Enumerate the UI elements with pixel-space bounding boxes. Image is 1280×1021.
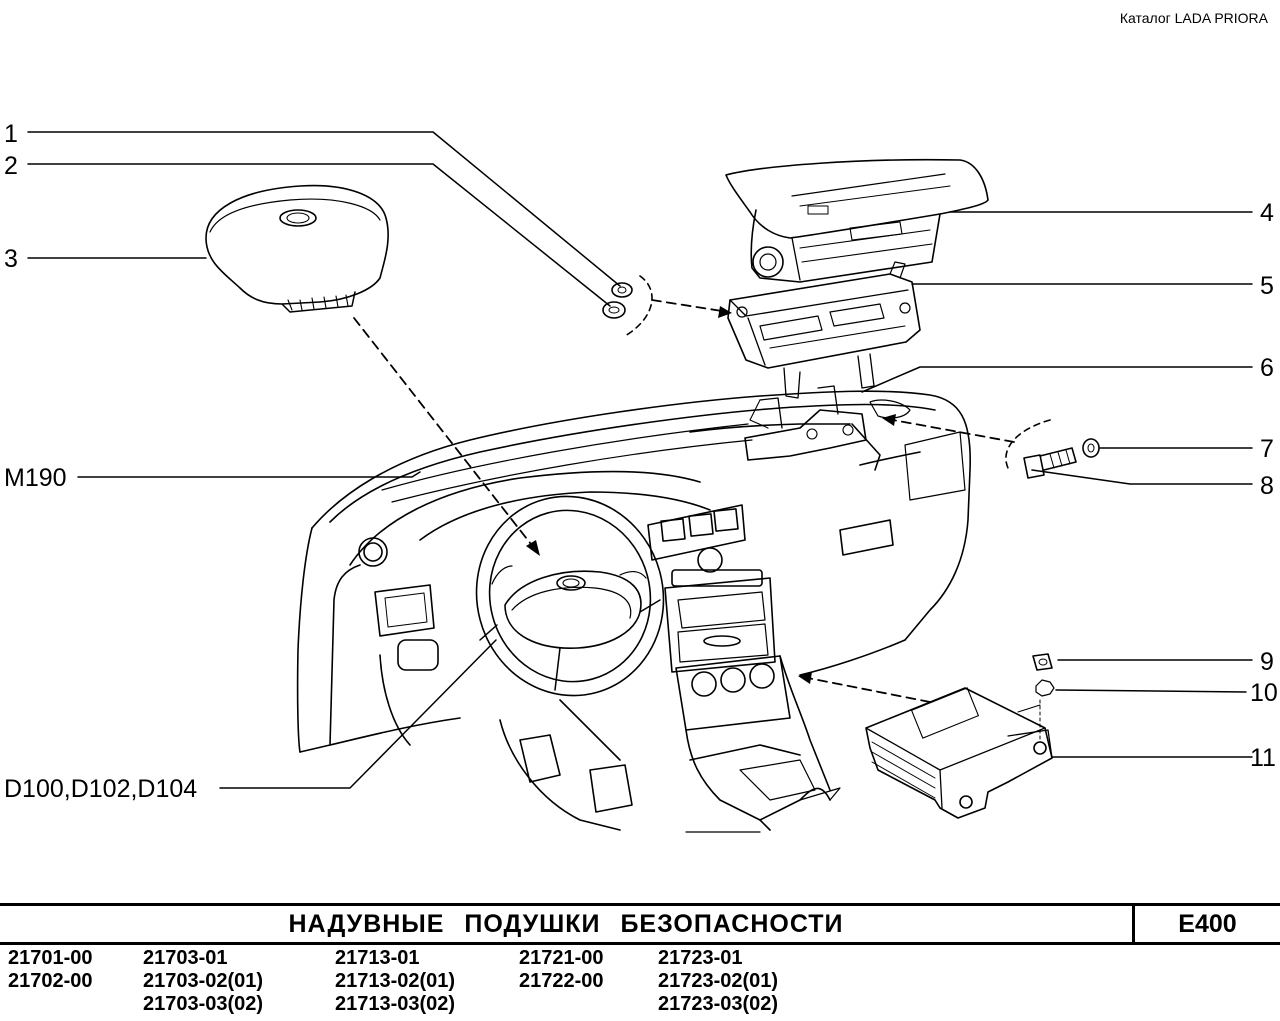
steering-wheel-drawing [475, 495, 665, 697]
model-code: 21722-00 [519, 970, 604, 992]
callout-2: 2 [4, 152, 18, 180]
callout-m190: M190 [4, 464, 67, 492]
title-divider [1132, 906, 1135, 942]
callout-6: 6 [1260, 354, 1274, 382]
lower-bracket-drawing [744, 385, 867, 461]
callout-1: 1 [4, 120, 18, 148]
callout-9: 9 [1260, 648, 1274, 676]
callout-11: 11 [1250, 744, 1276, 772]
callout-3: 3 [4, 245, 18, 273]
leader-lines [27, 131, 1253, 789]
model-code: 21702-00 [8, 970, 93, 992]
callout-10: 10 [1250, 679, 1278, 707]
bracket-drawing [727, 261, 921, 399]
model-code: 21703-01 [143, 947, 228, 969]
control-unit-drawing [865, 653, 1055, 819]
callout-8: 8 [1260, 472, 1274, 500]
model-code: 21701-00 [8, 947, 93, 969]
model-code: 21723-03(02) [658, 993, 779, 1015]
model-code: 21713-02(01) [335, 970, 456, 992]
arrow-heads [526, 306, 896, 684]
section-title: НАДУВНЫЕ ПОДУШКИ БЕЗОПАСНОСТИ [288, 910, 844, 938]
section-code: E400 [1178, 910, 1237, 938]
model-code: 21703-02(01) [143, 970, 264, 992]
model-column-5: 21723-01 21723-02(01) 21723-03(02) [658, 947, 778, 1016]
model-code: 21723-02(01) [658, 970, 779, 992]
model-column-3: 21713-01 21713-02(01) 21713-03(02) [335, 947, 455, 1016]
callout-7: 7 [1260, 435, 1274, 463]
driver-airbag-drawing [205, 184, 389, 313]
model-code: 21713-01 [335, 947, 420, 969]
model-column-1: 21701-00 21702-00 [8, 947, 93, 993]
model-code: 21713-03(02) [335, 993, 456, 1015]
bolt-washer-drawing [1005, 419, 1100, 479]
callout-5: 5 [1260, 272, 1274, 300]
model-code: 21703-03(02) [143, 993, 264, 1015]
passenger-airbag-drawing [725, 158, 989, 283]
model-code: 21721-00 [519, 947, 604, 969]
callout-d100: D100,D102,D104 [4, 775, 197, 803]
assembly-arrows [353, 299, 1015, 703]
dashboard-drawing [296, 390, 971, 833]
callout-4: 4 [1260, 199, 1274, 227]
nuts-drawing [602, 275, 653, 337]
title-block: НАДУВНЫЕ ПОДУШКИ БЕЗОПАСНОСТИ E400 [0, 903, 1280, 945]
model-column-4: 21721-00 21722-00 [519, 947, 604, 993]
catalog-header: Каталог LADA PRIORA [1119, 10, 1268, 26]
model-code: 21723-01 [658, 947, 743, 969]
model-column-2: 21703-01 21703-02(01) 21703-03(02) [143, 947, 263, 1016]
